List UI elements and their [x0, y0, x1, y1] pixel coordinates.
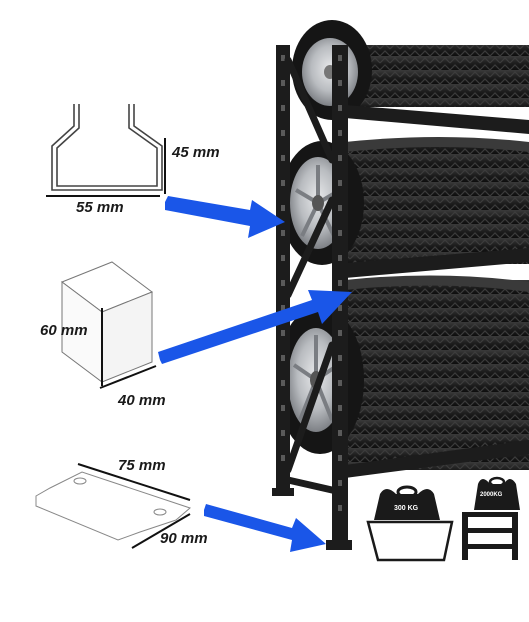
profile-width-label: 55 mm — [76, 199, 124, 216]
plate-width-dim-line — [131, 513, 191, 549]
plate-width-label: 90 mm — [160, 530, 208, 547]
frame-load-text: 2000KG — [480, 492, 503, 498]
tire-row-top — [292, 20, 529, 120]
tire-rack — [272, 20, 529, 550]
arrow-to-base-plate — [204, 504, 326, 552]
arrow-to-beam — [158, 290, 352, 364]
weight-on-shelf-icon — [366, 485, 454, 562]
weight-on-rack-icon — [462, 476, 520, 560]
plate-length-dim-line — [77, 463, 191, 501]
plate-length-label: 75 mm — [118, 457, 166, 474]
c-profile-icon — [51, 104, 163, 191]
beam-depth-dim-line — [99, 365, 157, 389]
beam-depth-label: 40 mm — [118, 392, 166, 409]
beam-height-label: 60 mm — [40, 322, 88, 339]
shelf-load-text: 300 KG — [394, 505, 419, 512]
arrow-to-upright — [165, 196, 285, 238]
beam-box-icon — [60, 261, 154, 383]
base-plate-icon — [35, 471, 191, 541]
tire-row-middle — [280, 137, 529, 265]
profile-height-label: 45 mm — [172, 144, 220, 161]
upright-frame — [272, 45, 352, 550]
shelf-beams — [345, 105, 529, 478]
